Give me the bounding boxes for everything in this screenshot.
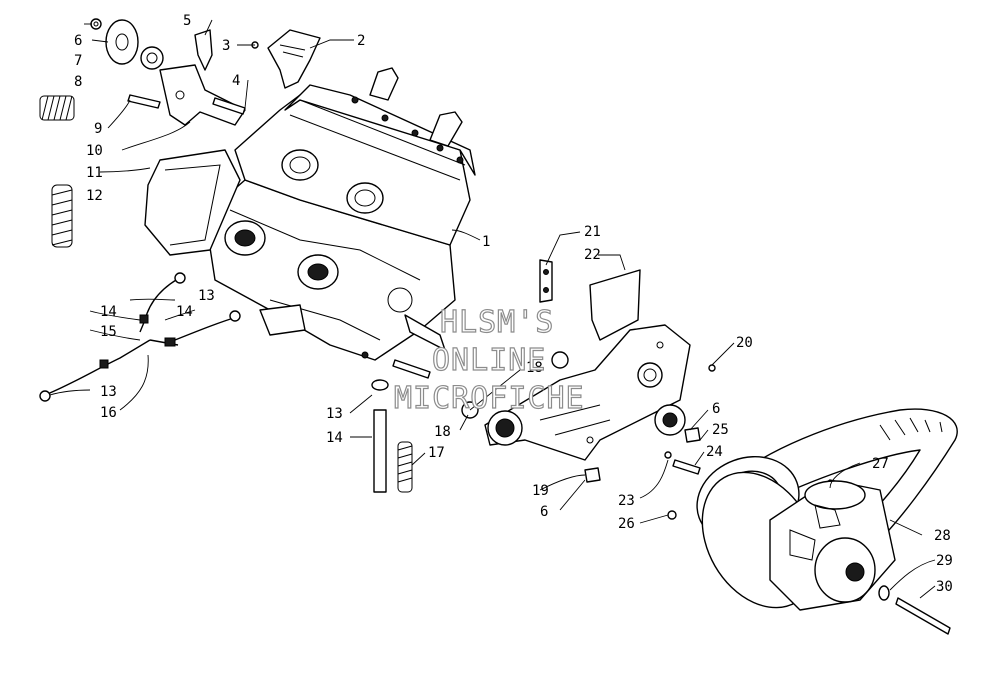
callout-7: 7 xyxy=(74,53,82,69)
callout-12: 12 xyxy=(86,188,103,204)
callout-26: 26 xyxy=(618,516,635,532)
callout-18-upper: 18 xyxy=(526,360,543,376)
secondary-clutch xyxy=(769,479,896,611)
fuel-lines xyxy=(39,272,241,402)
spring-12 xyxy=(51,184,73,248)
leader-lines xyxy=(49,19,936,599)
drive-plate xyxy=(484,259,716,520)
callout-13-upper: 13 xyxy=(198,288,215,304)
callout-17: 17 xyxy=(428,445,445,461)
callout-22: 22 xyxy=(584,247,601,263)
lower-parts xyxy=(371,351,569,493)
starter-handle xyxy=(267,29,321,89)
callout-11: 11 xyxy=(86,165,103,181)
callout-6-right: 6 xyxy=(712,401,720,417)
callout-5: 5 xyxy=(183,13,191,29)
callout-23: 23 xyxy=(618,493,635,509)
callout-1: 1 xyxy=(482,234,490,250)
callout-24: 24 xyxy=(706,444,723,460)
watermark-line-2: ONLINE xyxy=(432,343,546,378)
callout-6-top: 6 xyxy=(74,33,82,49)
callout-28: 28 xyxy=(934,528,951,544)
watermark: HLSM'S ONLINE MICROFICHE xyxy=(393,304,585,416)
callout-numbers: 2 3 4 5 6 7 8 9 10 11 12 1 13 14 14 15 1… xyxy=(74,13,953,595)
callout-4: 4 xyxy=(232,73,240,89)
callout-25: 25 xyxy=(712,422,729,438)
watermark-line-1: HLSM'S xyxy=(440,305,554,340)
callout-9: 9 xyxy=(94,121,102,137)
callout-30: 30 xyxy=(936,579,953,595)
callout-6-bottom: 6 xyxy=(540,504,548,520)
callout-18-lower: 18 xyxy=(434,424,451,440)
callout-14-left: 14 xyxy=(100,304,117,320)
callout-29: 29 xyxy=(936,553,953,569)
callout-21: 21 xyxy=(584,224,601,240)
drive-belt xyxy=(719,408,958,546)
callout-8: 8 xyxy=(74,74,82,90)
callout-14-lower: 14 xyxy=(326,430,343,446)
clutch-bolt xyxy=(878,585,951,635)
callout-16: 16 xyxy=(100,405,117,421)
engine-block xyxy=(144,67,476,361)
callout-20: 20 xyxy=(736,335,753,351)
callout-27: 27 xyxy=(872,456,889,472)
engine-mount-parts xyxy=(39,18,259,126)
callout-13-lower: 13 xyxy=(326,406,343,422)
callout-10: 10 xyxy=(86,143,103,159)
callout-14-mid: 14 xyxy=(176,304,193,320)
callout-3: 3 xyxy=(222,38,230,54)
callout-13-left: 13 xyxy=(100,384,117,400)
callout-19: 19 xyxy=(532,483,549,499)
watermark-line-3: MICROFICHE xyxy=(394,381,585,416)
callout-2: 2 xyxy=(357,33,365,49)
callout-15: 15 xyxy=(100,324,117,340)
